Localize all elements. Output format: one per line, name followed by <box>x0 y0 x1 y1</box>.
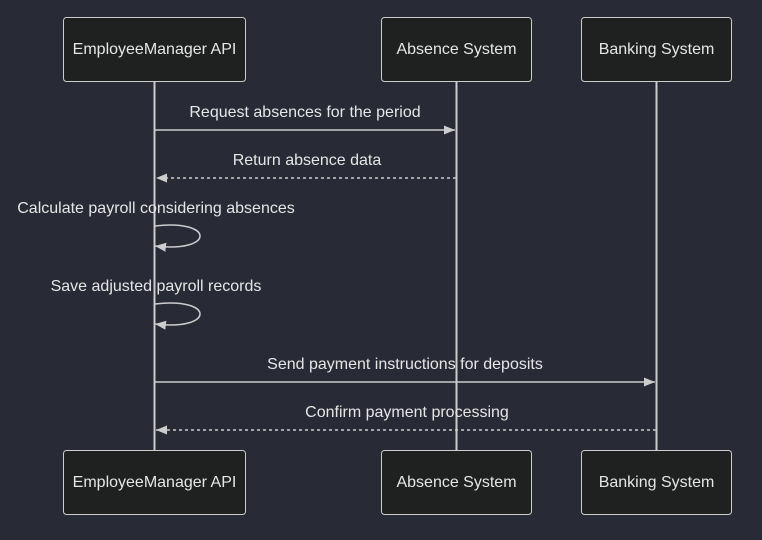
self-message-loop <box>154 302 201 330</box>
message-calculate-payroll: Calculate payroll considering absences <box>17 200 295 252</box>
message-label: Return absence data <box>233 152 382 169</box>
message-confirm-payment: Confirm payment processing <box>156 404 656 435</box>
actor-box <box>63 450 246 515</box>
actor-label: EmployeeManager API <box>73 41 237 58</box>
actor-top-absence-system: Absence System <box>381 17 532 82</box>
actor-box <box>381 450 532 515</box>
actor-label: Banking System <box>599 41 715 58</box>
actor-box <box>581 450 732 515</box>
message-label: Calculate payroll considering absences <box>17 200 295 217</box>
actor-top-banking-system: Banking System <box>581 17 732 82</box>
self-message-loop <box>154 224 201 252</box>
actor-label: Banking System <box>599 474 715 491</box>
message-save-payroll-records: Save adjusted payroll records <box>51 278 262 330</box>
message-label: Save adjusted payroll records <box>51 278 262 295</box>
actor-label: Absence System <box>396 41 516 58</box>
actor-label: EmployeeManager API <box>73 474 237 491</box>
actor-bottom-banking-system: Banking System <box>581 450 732 515</box>
message-label: Confirm payment processing <box>305 404 509 421</box>
actor-bottom-absence-system: Absence System <box>381 450 532 515</box>
message-send-payment-instructions: Send payment instructions for deposits <box>155 356 655 387</box>
actor-box <box>63 17 246 82</box>
actor-top-employeemanager-api: EmployeeManager API <box>63 17 246 82</box>
message-label: Send payment instructions for deposits <box>267 356 543 373</box>
actor-box <box>581 17 732 82</box>
message-label: Request absences for the period <box>189 104 420 121</box>
actor-label: Absence System <box>396 474 516 491</box>
actor-box <box>381 17 532 82</box>
actor-bottom-employeemanager-api: EmployeeManager API <box>63 450 246 515</box>
message-request-absences: Request absences for the period <box>155 104 455 135</box>
message-return-absence-data: Return absence data <box>156 152 456 183</box>
